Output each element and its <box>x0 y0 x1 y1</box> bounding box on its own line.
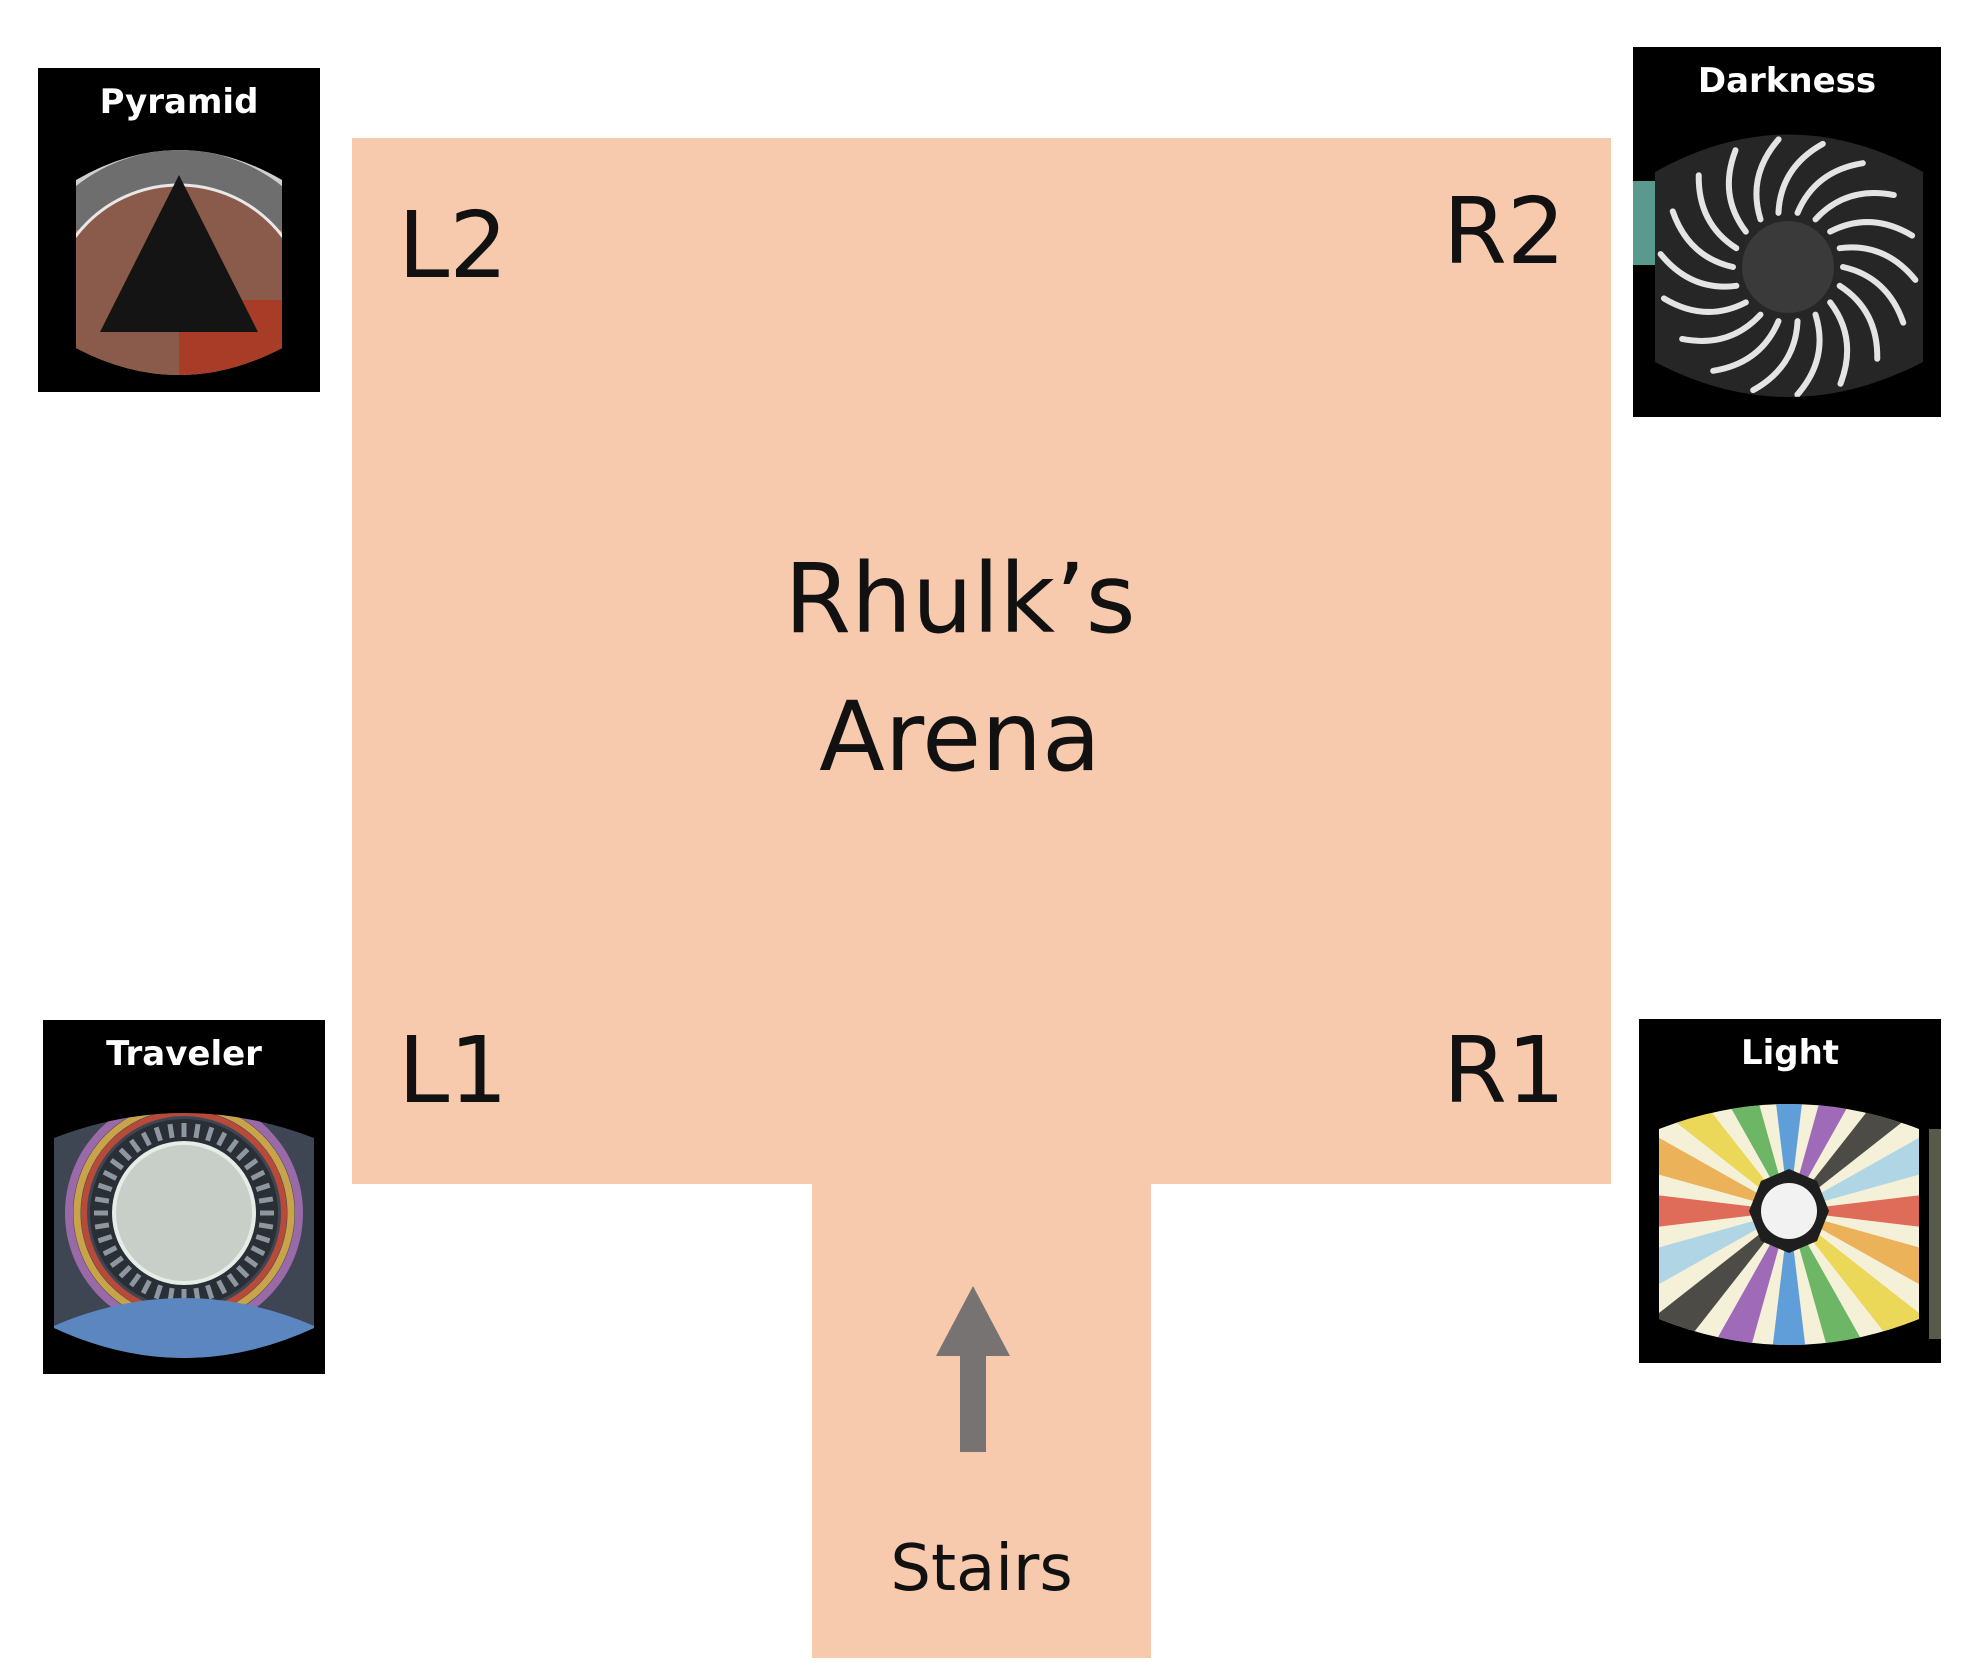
traveler-symbol-icon <box>54 1113 314 1358</box>
arena-floor <box>352 138 1611 1184</box>
pyramid-symbol-icon <box>76 150 282 375</box>
arena-title-line2: Arena <box>819 681 1101 793</box>
light-symbol-icon <box>1659 1104 1941 1345</box>
traveler-symbol-card: Traveler <box>43 1020 325 1374</box>
darkness-symbol-title: Darkness <box>1697 61 1877 101</box>
up-arrow-icon <box>936 1286 1010 1452</box>
arena-title: Rhulk’s Arena <box>760 530 1160 806</box>
darkness-symbol-icon <box>1633 134 1923 397</box>
arena-title-line1: Rhulk’s <box>784 543 1136 655</box>
corner-label-l2: L2 <box>398 192 508 299</box>
pyramid-symbol-card: Pyramid <box>38 68 320 392</box>
corner-label-l1: L1 <box>398 1017 508 1124</box>
corner-label-r2: R2 <box>1443 178 1566 285</box>
stairs-label: Stairs <box>890 1532 1073 1606</box>
light-symbol-title: Light <box>1740 1033 1840 1073</box>
darkness-symbol-card: Darkness <box>1633 47 1941 417</box>
pyramid-symbol-title: Pyramid <box>99 82 259 122</box>
traveler-symbol-title: Traveler <box>106 1034 262 1074</box>
light-symbol-card: Light <box>1639 1019 1941 1363</box>
corner-label-r1: R1 <box>1443 1017 1566 1124</box>
